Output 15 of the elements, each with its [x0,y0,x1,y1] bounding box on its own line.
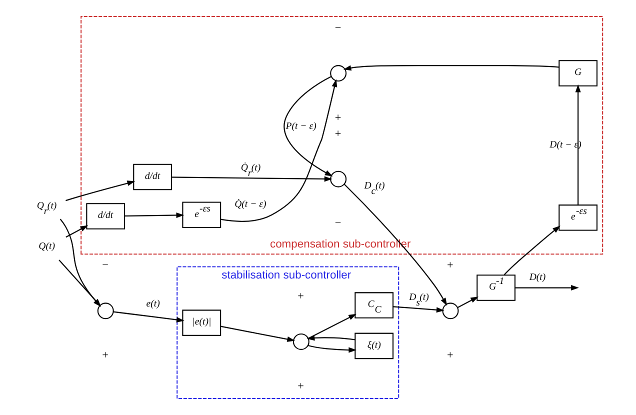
node-label: + [298,380,304,392]
node-label: + [298,290,304,303]
node-label: + [102,349,108,362]
node-label: + [446,260,454,272]
edge-label: P(t − ε) [286,120,316,132]
node-label: − [334,22,342,34]
node-label: + [446,349,454,362]
node-label: + [334,128,342,140]
node-label: − [102,260,108,272]
edge-label: e(t) [146,298,160,310]
node-label: + [334,112,342,124]
node-label: − [334,218,342,230]
edge-label: D(t) [529,272,546,283]
node-text: Q(t) [38,240,55,252]
edge-label: Q̇(t − ε) [234,198,266,210]
